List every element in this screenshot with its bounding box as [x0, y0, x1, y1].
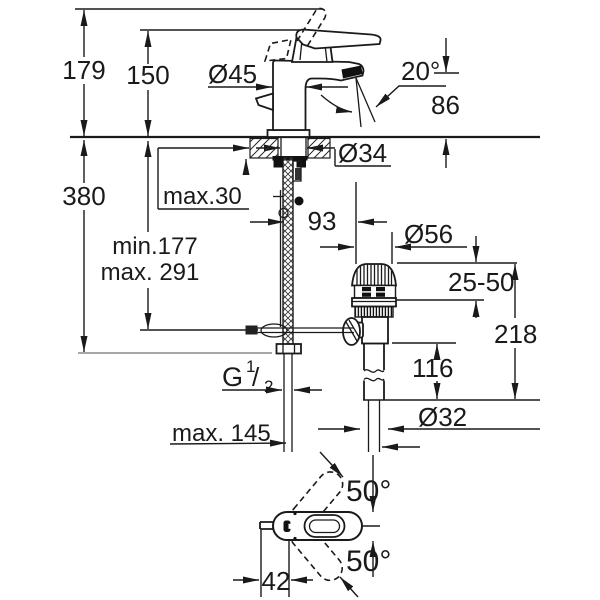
counter-section-left	[249, 137, 279, 159]
label-42: 42	[262, 566, 291, 596]
label-116: 116	[412, 353, 453, 383]
label-86: 86	[431, 90, 460, 120]
knurled-nut	[354, 305, 394, 318]
rod-link	[260, 323, 288, 338]
label-g-thread: G	[222, 362, 243, 392]
label-max145: max. 145	[172, 420, 271, 447]
threaded-shank-pipe	[283, 353, 293, 452]
dimension-labels: 179 150 380 Ø45 20° 86 Ø34 max.30 93 min…	[62, 55, 537, 596]
label-179: 179	[62, 55, 105, 85]
supply-hose	[282, 156, 294, 346]
label-dia56: Ø56	[404, 219, 453, 249]
top-view-spout-tip	[259, 521, 274, 530]
faucet-base-plate	[266, 129, 311, 138]
rod-ball	[294, 196, 304, 206]
faucet-top-view	[259, 471, 363, 582]
label-g-sup: 1	[246, 357, 255, 376]
label-max30: max.30	[163, 183, 242, 210]
label-93: 93	[308, 206, 337, 236]
label-25-50: 25-50	[448, 267, 515, 297]
horizontal-rod	[248, 327, 354, 334]
waste-lever-stub	[254, 92, 274, 112]
label-dia45: Ø45	[208, 59, 257, 89]
label-dia34: Ø34	[338, 138, 387, 168]
dimension-lines	[80, 10, 540, 598]
waste-slotted-band	[353, 284, 397, 299]
label-50deg-top: 50°	[346, 475, 391, 508]
handle-raised-dashed	[296, 7, 327, 47]
waste-body	[361, 316, 389, 345]
mounting-stud	[292, 160, 302, 182]
label-min177: min.177	[112, 233, 197, 260]
label-50deg-bottom: 50°	[346, 545, 391, 578]
tailpipe-lower	[367, 400, 381, 452]
handle-base-dashed	[263, 38, 293, 62]
aerator	[341, 65, 363, 79]
top-view-aerator	[283, 520, 291, 532]
tailpipe	[363, 343, 385, 370]
popup-waste-assembly	[245, 263, 397, 452]
label-20deg: 20°	[401, 56, 440, 86]
label-dia32: Ø32	[418, 402, 467, 432]
label-150: 150	[126, 60, 169, 90]
label-g-slash: /	[252, 362, 260, 392]
rod-end	[245, 325, 258, 335]
label-g-sub: 2	[264, 377, 273, 396]
counter-section-right	[307, 137, 331, 159]
label-380: 380	[62, 181, 105, 211]
label-218: 218	[494, 319, 537, 349]
label-max291: max. 291	[101, 259, 200, 286]
top-view-lever-slot	[303, 514, 346, 538]
waste-flange	[351, 297, 397, 308]
faucet-front-view	[249, 7, 382, 452]
handle-lever	[295, 28, 382, 50]
shank-nut	[275, 343, 302, 355]
top-view-body	[272, 511, 363, 541]
